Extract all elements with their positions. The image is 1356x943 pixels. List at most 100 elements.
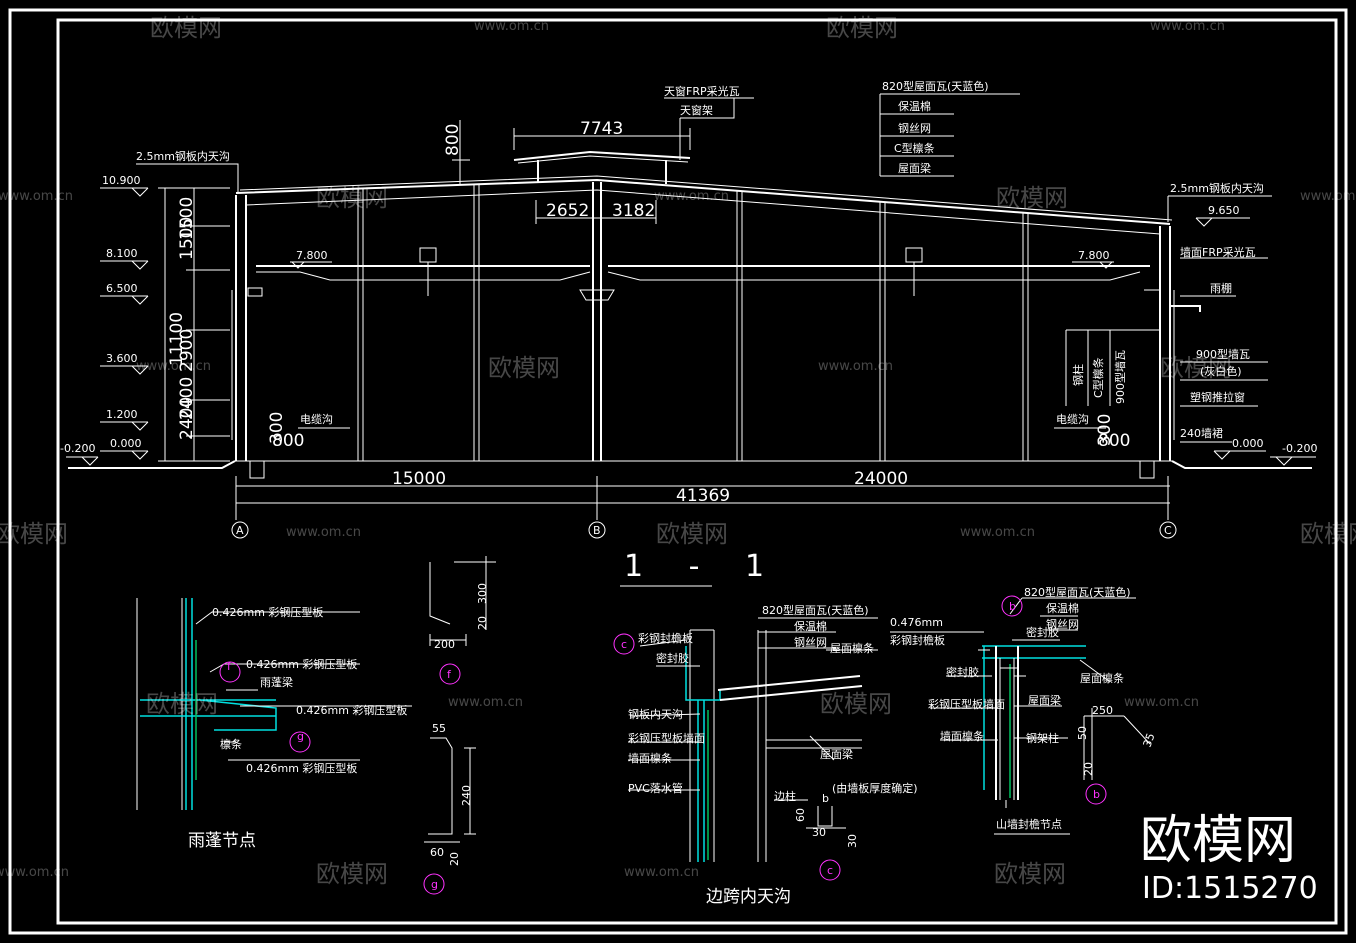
detail-c: 820型屋面瓦(天蓝色) 保温棉 钢丝网 屋面檩条 彩钢封檐板 密封胶 钢板内天… bbox=[613, 603, 918, 907]
elevations-left: 10.900 8.100 6.500 3.600 1.200 0.000 -0.… bbox=[60, 174, 230, 466]
svg-text:c: c bbox=[621, 638, 627, 651]
inner-frame bbox=[56, 18, 1338, 925]
svg-text:300: 300 bbox=[476, 583, 489, 604]
detail-b: 820型屋面瓦(天蓝色) 保温棉 钢丝网 0.476mm 彩钢封檐板 密封胶 密… bbox=[890, 585, 1158, 835]
svg-text:保温棉: 保温棉 bbox=[1046, 601, 1079, 615]
svg-text:A: A bbox=[236, 524, 244, 537]
svg-text:屋面檩条: 屋面檩条 bbox=[830, 641, 874, 655]
svg-text:电缆沟: 电缆沟 bbox=[1056, 413, 1089, 426]
svg-text:0.426mm 彩钢压型板: 0.426mm 彩钢压型板 bbox=[246, 657, 357, 671]
column-b bbox=[592, 182, 602, 461]
elevations-right: 9.650 0.000 -0.200 bbox=[1195, 204, 1317, 466]
svg-text:密封胶: 密封胶 bbox=[1026, 625, 1059, 639]
svg-text:800: 800 bbox=[1098, 431, 1130, 451]
svg-text:35: 35 bbox=[1141, 731, 1158, 749]
svg-text:f: f bbox=[227, 660, 232, 673]
watermark-id: ID:1515270 bbox=[1142, 871, 1318, 906]
svg-text:www.om.cn: www.om.cn bbox=[818, 359, 893, 374]
svg-text:50: 50 bbox=[1076, 726, 1089, 740]
svg-text:3.600: 3.600 bbox=[106, 352, 138, 365]
svg-text:60: 60 bbox=[430, 846, 444, 859]
svg-text:250: 250 bbox=[1092, 704, 1113, 717]
svg-text:欧模网: 欧模网 bbox=[0, 520, 68, 548]
svg-text:b: b bbox=[822, 792, 829, 805]
vertical-dims-left: 11100 1500 1500 2900 2400 2400 bbox=[167, 197, 197, 440]
svg-text:www.om.cn: www.om.cn bbox=[1150, 19, 1225, 34]
svg-text:雨蓬节点: 雨蓬节点 bbox=[188, 831, 256, 851]
svg-text:c: c bbox=[827, 864, 833, 877]
svg-text:雨蓬梁: 雨蓬梁 bbox=[260, 675, 293, 689]
detail-g: 55 240 60 20 g bbox=[423, 722, 476, 895]
svg-text:900型墙瓦: 900型墙瓦 bbox=[1113, 350, 1127, 404]
svg-text:保温棉: 保温棉 bbox=[794, 619, 827, 633]
svg-text:820型屋面瓦(天蓝色): 820型屋面瓦(天蓝色) bbox=[882, 79, 989, 93]
svg-text:f: f bbox=[447, 668, 452, 681]
skylight bbox=[513, 150, 691, 184]
svg-text:www.om.cn: www.om.cn bbox=[960, 525, 1035, 540]
svg-text:屋面梁: 屋面梁 bbox=[1028, 693, 1061, 707]
svg-text:-0.200: -0.200 bbox=[1282, 442, 1317, 455]
svg-text:墙面檩条: 墙面檩条 bbox=[940, 729, 984, 743]
svg-text:g: g bbox=[297, 730, 304, 743]
svg-text:240墙裙: 240墙裙 bbox=[1180, 426, 1223, 440]
watermark-layer: 欧模网 www.om.cn 欧模网 www.om.cn www.om.cn 欧模… bbox=[0, 14, 1356, 906]
svg-text:60: 60 bbox=[794, 808, 807, 822]
svg-text:钢架柱: 钢架柱 bbox=[1026, 731, 1059, 745]
svg-text:10.900: 10.900 bbox=[102, 174, 141, 187]
svg-text:800: 800 bbox=[443, 124, 463, 156]
svg-text:www.om.cn: www.om.cn bbox=[136, 359, 211, 374]
svg-text:1.200: 1.200 bbox=[106, 408, 138, 421]
svg-text:15000: 15000 bbox=[392, 469, 446, 489]
svg-text:www.om.cn: www.om.cn bbox=[286, 525, 361, 540]
detail-canopy: 0.426mm 彩钢压型板 0.426mm 彩钢压型板 雨蓬梁 0.426mm … bbox=[136, 598, 412, 851]
svg-text:2900: 2900 bbox=[177, 329, 197, 372]
svg-text:雨棚: 雨棚 bbox=[1210, 281, 1232, 295]
wall-labels: 墙面FRP采光瓦 雨棚 900型墙瓦 (灰白色) 塑钢推拉窗 240墙裙 钢柱 … bbox=[298, 245, 1268, 443]
svg-text:0.000: 0.000 bbox=[110, 437, 142, 450]
svg-text:C型檩条: C型檩条 bbox=[1091, 357, 1105, 398]
svg-text:800: 800 bbox=[272, 431, 304, 451]
svg-text:欧模网: 欧模网 bbox=[146, 690, 218, 718]
svg-text:0.426mm 彩钢压型板: 0.426mm 彩钢压型板 bbox=[212, 605, 323, 619]
svg-text:www.om.cn: www.om.cn bbox=[474, 19, 549, 34]
svg-text:2652: 2652 bbox=[546, 201, 589, 221]
svg-text:C型檩条: C型檩条 bbox=[894, 141, 935, 155]
svg-text:55: 55 bbox=[432, 722, 446, 735]
svg-text:900型墙瓦: 900型墙瓦 bbox=[1196, 347, 1250, 361]
svg-text:300: 300 bbox=[1095, 414, 1115, 446]
svg-text:1500: 1500 bbox=[177, 197, 197, 240]
svg-text:820型屋面瓦(天蓝色): 820型屋面瓦(天蓝色) bbox=[762, 603, 869, 617]
svg-text:6.500: 6.500 bbox=[106, 282, 138, 295]
roof-beam bbox=[235, 178, 1171, 225]
svg-text:www.om.cn: www.om.cn bbox=[1300, 189, 1356, 204]
svg-text:塑钢推拉窗: 塑钢推拉窗 bbox=[1190, 390, 1245, 404]
svg-text:密封胶: 密封胶 bbox=[656, 651, 689, 665]
svg-text:2.5mm钢板内天沟: 2.5mm钢板内天沟 bbox=[136, 149, 230, 163]
svg-text:檩条: 檩条 bbox=[220, 737, 242, 751]
watermark-brand-large: 欧模网 bbox=[1140, 811, 1296, 871]
outer-frame bbox=[8, 8, 1348, 935]
axis-bubbles: A B C bbox=[231, 521, 1177, 539]
svg-text:屋面梁: 屋面梁 bbox=[898, 161, 931, 175]
svg-text:www.om.cn: www.om.cn bbox=[0, 189, 73, 204]
svg-text:2.5mm钢板内天沟: 2.5mm钢板内天沟 bbox=[1170, 181, 1264, 195]
svg-text:www.om.cn: www.om.cn bbox=[654, 189, 729, 204]
svg-text:20: 20 bbox=[448, 852, 461, 866]
svg-text:钢丝网: 钢丝网 bbox=[898, 122, 931, 135]
svg-text:欧模网: 欧模网 bbox=[488, 354, 560, 382]
svg-text:b: b bbox=[1009, 600, 1016, 613]
svg-text:1500: 1500 bbox=[177, 217, 197, 260]
svg-text:密封胶: 密封胶 bbox=[946, 665, 979, 679]
svg-text:欧模网: 欧模网 bbox=[316, 184, 388, 212]
detail-f: 300 20 200 f bbox=[429, 556, 496, 685]
section-1-1: 10.900 8.100 6.500 3.600 1.200 0.000 -0.… bbox=[60, 79, 1317, 587]
svg-text:7.800: 7.800 bbox=[1078, 249, 1110, 262]
svg-text:820型屋面瓦(天蓝色): 820型屋面瓦(天蓝色) bbox=[1024, 585, 1131, 599]
svg-text:7743: 7743 bbox=[580, 119, 623, 139]
svg-text:钢丝网: 钢丝网 bbox=[794, 636, 827, 649]
svg-text:g: g bbox=[431, 878, 438, 891]
svg-text:欧模网: 欧模网 bbox=[1160, 354, 1232, 382]
svg-text:b: b bbox=[1093, 788, 1100, 801]
svg-text:欧模网: 欧模网 bbox=[996, 184, 1068, 212]
